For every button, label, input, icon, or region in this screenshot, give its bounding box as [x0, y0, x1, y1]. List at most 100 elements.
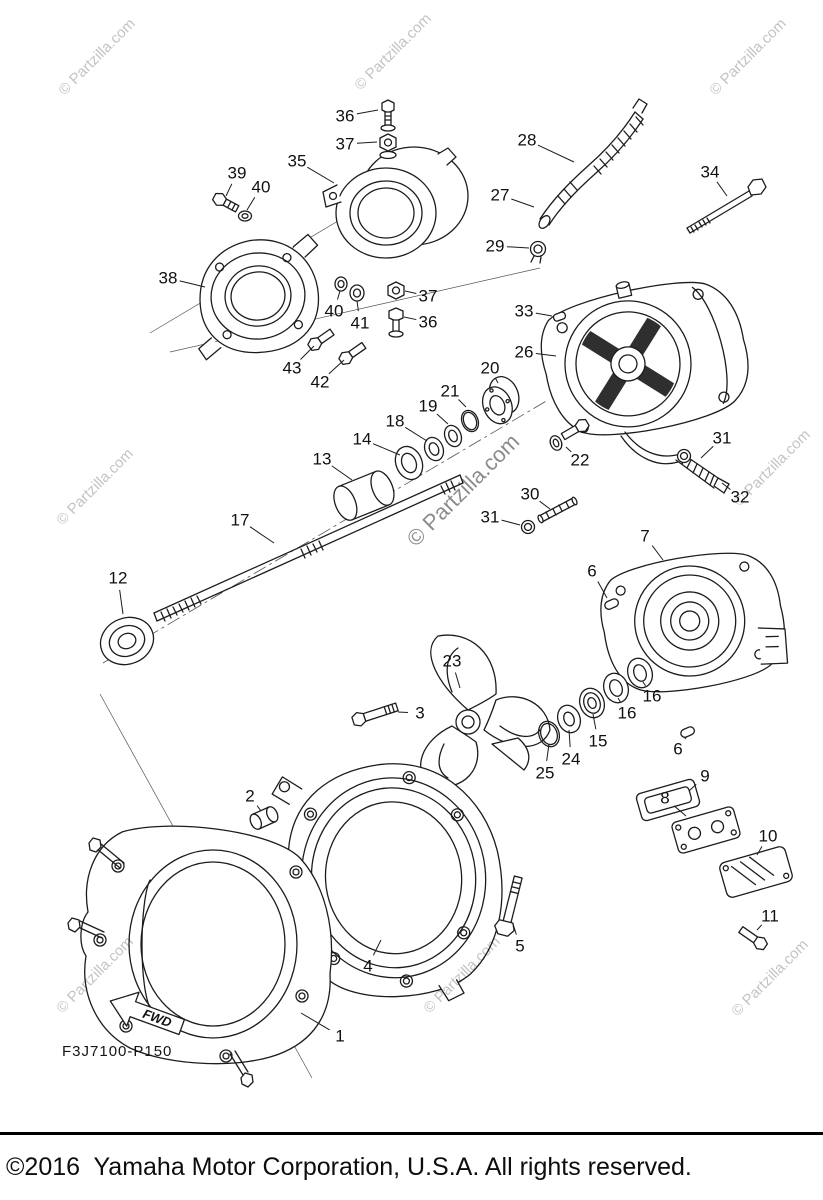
callout-16[interactable]: 16	[643, 687, 662, 706]
callout-3[interactable]: 3	[415, 704, 424, 723]
part-12-bearing	[99, 616, 155, 666]
part-37-nut-top	[379, 133, 397, 160]
leader-31	[501, 519, 521, 526]
callout-29[interactable]: 29	[486, 237, 505, 256]
leader-30	[539, 500, 551, 510]
part-43-bolt	[307, 328, 335, 351]
part-17-drive-shaft	[153, 474, 464, 622]
leader-39	[225, 183, 233, 197]
exploded-view-art: FWD F3J7100-P150	[62, 98, 793, 1088]
callout-23[interactable]: 23	[443, 652, 462, 671]
part-3-bolt	[351, 702, 399, 727]
callout-8[interactable]: 8	[660, 789, 669, 808]
callout-10[interactable]: 10	[759, 827, 778, 846]
callout-38[interactable]: 38	[159, 269, 178, 288]
callout-19[interactable]: 19	[419, 397, 438, 416]
callout-14[interactable]: 14	[353, 430, 372, 449]
leader-24	[568, 729, 571, 748]
callout-37[interactable]: 37	[419, 287, 438, 306]
leader-25	[546, 743, 550, 762]
callout-2[interactable]: 2	[245, 787, 254, 806]
callout-25[interactable]: 25	[536, 764, 555, 783]
leader-4	[372, 939, 382, 956]
callout-9[interactable]: 9	[700, 767, 709, 786]
callout-31[interactable]: 31	[713, 429, 732, 448]
callout-35[interactable]: 35	[288, 152, 307, 171]
leader-18	[404, 426, 428, 442]
leader-37	[404, 290, 417, 294]
leader-2	[256, 805, 262, 812]
leader-35	[307, 166, 335, 184]
part-8-plate	[671, 806, 741, 854]
part-26-pump-housing	[540, 281, 749, 436]
callout-43[interactable]: 43	[283, 359, 302, 378]
callout-36[interactable]: 36	[336, 107, 355, 126]
callout-27[interactable]: 27	[491, 186, 510, 205]
callout-34[interactable]: 34	[701, 163, 720, 182]
part-40-washer	[334, 276, 348, 292]
callout-4[interactable]: 4	[363, 957, 372, 976]
leader-10	[756, 846, 763, 856]
part-7-housing	[600, 552, 789, 693]
part-14-bearing	[394, 445, 424, 481]
part-2-bushing	[249, 806, 279, 830]
leader-11	[756, 924, 763, 931]
part-25-oring	[537, 720, 561, 748]
part-23-impeller	[420, 634, 551, 788]
callout-22[interactable]: 22	[571, 451, 590, 470]
part-5-bolt	[494, 875, 523, 937]
part-20-ring	[481, 376, 520, 425]
callout-6[interactable]: 6	[673, 740, 682, 759]
callout-33[interactable]: 33	[515, 302, 534, 321]
callout-32[interactable]: 32	[731, 488, 750, 507]
callout-40[interactable]: 40	[252, 178, 271, 197]
part-29-clamp	[529, 240, 547, 264]
callout-15[interactable]: 15	[589, 732, 608, 751]
part-19-washer	[443, 424, 463, 448]
footer: ©2016 Yamaha Motor Corporation, U.S.A. A…	[0, 1132, 823, 1200]
leader-22	[565, 446, 572, 453]
callout-26[interactable]: 26	[515, 343, 534, 362]
callout-39[interactable]: 39	[228, 164, 247, 183]
leader-23	[454, 672, 461, 689]
callout-37[interactable]: 37	[336, 135, 355, 154]
callout-12[interactable]: 12	[109, 569, 128, 588]
callout-6[interactable]: 6	[587, 562, 596, 581]
leader-32	[721, 482, 731, 491]
leader-6	[597, 581, 608, 599]
callout-18[interactable]: 18	[386, 412, 405, 431]
callout-42[interactable]: 42	[311, 373, 330, 392]
leader-20	[495, 378, 499, 384]
callout-36[interactable]: 36	[419, 313, 438, 332]
part-6-pin-upper	[604, 598, 619, 610]
callout-11[interactable]: 11	[761, 907, 779, 926]
part-21-oring	[460, 409, 480, 433]
leader-42	[328, 359, 345, 375]
leader-6	[684, 735, 688, 740]
callout-40[interactable]: 40	[325, 302, 344, 321]
callout-21[interactable]: 21	[441, 382, 460, 401]
callout-24[interactable]: 24	[562, 750, 581, 769]
callout-31[interactable]: 31	[481, 508, 500, 527]
leader-14	[372, 443, 401, 456]
callout-30[interactable]: 30	[521, 485, 540, 504]
callout-16[interactable]: 16	[618, 704, 637, 723]
callouts: 3637353940282734293840413736332643422021…	[109, 107, 779, 1046]
callout-1[interactable]: 1	[335, 1027, 344, 1046]
part-15-seal	[578, 687, 606, 719]
part-36-bolt	[388, 307, 404, 338]
part-10-plate	[719, 846, 793, 898]
leader-29	[506, 246, 530, 249]
callout-7[interactable]: 7	[640, 527, 649, 546]
callout-20[interactable]: 20	[481, 359, 500, 378]
callout-5[interactable]: 5	[515, 937, 524, 956]
callout-13[interactable]: 13	[313, 450, 332, 469]
callout-28[interactable]: 28	[518, 131, 537, 150]
leader-7	[651, 545, 664, 561]
callout-41[interactable]: 41	[351, 314, 370, 333]
callout-17[interactable]: 17	[231, 511, 250, 530]
leader-34	[716, 181, 728, 197]
parts-diagram: FWD F3J7100-P150 © Partzilla.com© Partzi…	[53, 10, 814, 1088]
part-28-cable	[538, 98, 648, 229]
part-30-hose	[537, 496, 578, 524]
